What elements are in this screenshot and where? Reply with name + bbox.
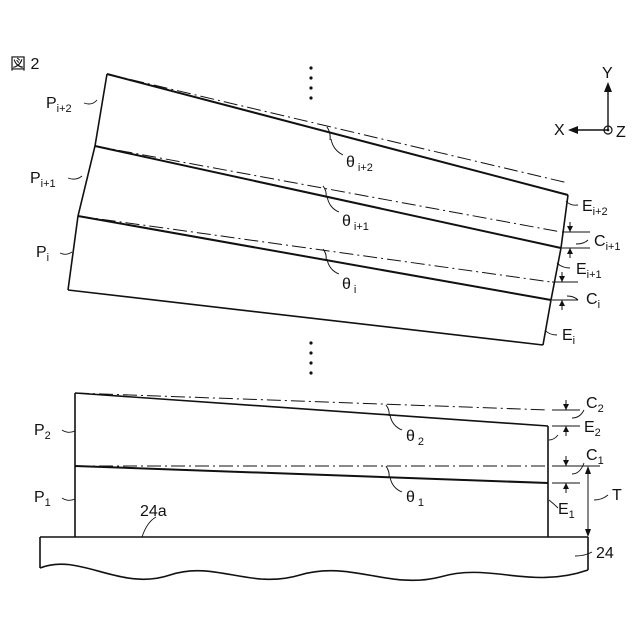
base-wavy-bottom [40, 564, 588, 580]
base-leader [575, 552, 592, 556]
label-edge-ei1: Ei+1 [576, 261, 602, 281]
label-plate-pi1: Pi+1 [30, 170, 56, 190]
plate-pi-bottom-edge [68, 290, 543, 345]
x-axis-arrowhead [568, 126, 578, 134]
label-edge-ei2: Ei+2 [582, 198, 608, 218]
label-plate-pi2: Pi+2 [46, 95, 72, 115]
upper-stack-left-edge [68, 74, 107, 290]
base-substrate [40, 517, 592, 580]
plate-p1-top-edge [75, 466, 548, 483]
label-edge-e2: E2 [584, 419, 601, 439]
label-angle-pi1: θi+1 [342, 213, 369, 233]
label-plate-p1: P1 [34, 489, 51, 509]
upper-plate-stack [68, 74, 568, 345]
thickness-dimension [585, 466, 608, 537]
plate-p2-top-edge [75, 393, 548, 426]
plate-pi2-top-edge [107, 74, 568, 195]
coordinate-axes: Y X Z [554, 65, 626, 141]
axis-label-z: Z [616, 124, 626, 141]
z-axis-dot-icon [607, 129, 610, 132]
axis-label-y: Y [602, 65, 613, 82]
label-angle-pi: θi [342, 276, 356, 296]
label-gap-ci: Ci [586, 291, 600, 311]
label-edge-ei: Ei [562, 327, 575, 347]
y-axis-arrowhead [604, 82, 612, 92]
angle-leader-pi2 [331, 139, 343, 155]
ellipsis-top [309, 66, 312, 99]
label-angle-p1: θ1 [406, 489, 424, 509]
label-gap-ci1: Ci+1 [594, 233, 621, 253]
axis-label-x: X [554, 122, 565, 139]
angle-arc-pi2 [327, 127, 330, 140]
figure-title: 図 2 [10, 56, 39, 73]
label-surface-24a: 24a [140, 503, 167, 520]
label-gap-c1: C1 [586, 447, 604, 467]
label-plate-p2: P2 [34, 422, 51, 442]
surface-leader [142, 517, 156, 537]
label-thickness: T [612, 487, 622, 504]
label-plate-pi: Pi [36, 244, 49, 264]
ellipsis-middle [309, 341, 312, 374]
reference-line-pi1 [95, 146, 561, 232]
label-angle-p2: θ2 [406, 428, 424, 448]
plate-pi-top-edge [78, 216, 551, 300]
angle-leader-p2 [390, 415, 402, 430]
reference-line-p2 [75, 393, 548, 410]
label-gap-c2: C2 [586, 395, 604, 415]
reference-line-pi [78, 216, 551, 282]
reference-line-pi2 [107, 74, 568, 183]
plate-pi1-top-edge [95, 146, 561, 248]
label-edge-e1: E1 [558, 501, 575, 521]
angle-leader-p1 [390, 477, 402, 492]
upper-stack-right-edge [543, 195, 568, 345]
label-base-24: 24 [596, 545, 614, 562]
label-angle-pi2: θi+2 [346, 154, 373, 174]
